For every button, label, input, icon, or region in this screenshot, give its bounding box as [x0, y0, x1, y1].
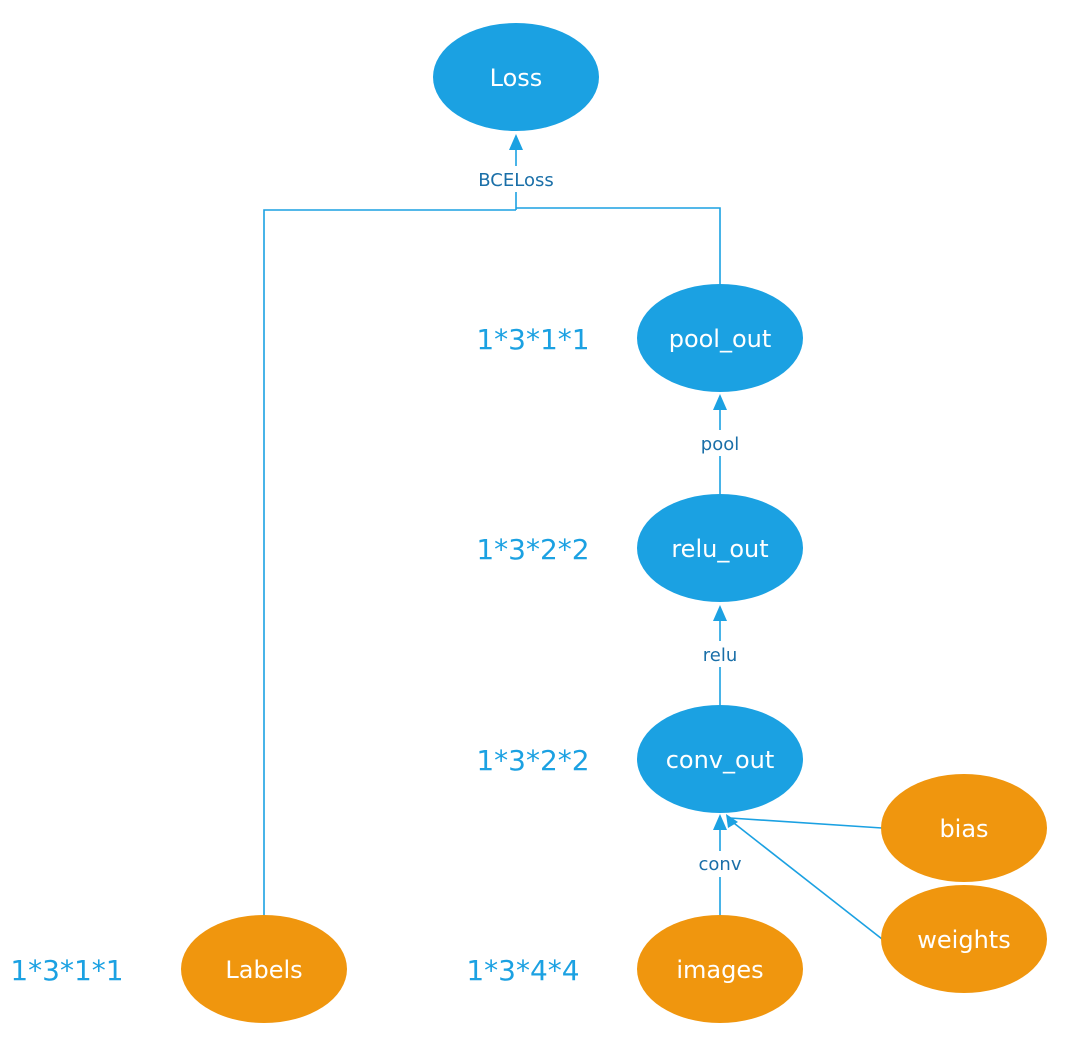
node-label-labels: Labels	[225, 956, 302, 984]
arrowhead-conv-out	[713, 814, 727, 830]
node-label-relu-out: relu_out	[671, 535, 768, 563]
node-label-pool-out: pool_out	[669, 325, 772, 353]
node-bias: bias	[881, 774, 1047, 882]
shape-label-images: 1*3*4*4	[466, 954, 579, 987]
edge-label-bceloss: BCELoss	[478, 170, 553, 191]
arrowhead-conv-out-side	[726, 814, 738, 828]
arrowhead-relu-out	[713, 605, 727, 621]
node-conv-out: conv_out	[637, 705, 803, 813]
edge-labels-to-join	[263, 209, 516, 915]
edge-label-pool: pool	[701, 434, 739, 455]
shape-label-pool-out: 1*3*1*1	[476, 323, 589, 356]
node-weights: weights	[881, 885, 1047, 993]
shape-label-relu-out: 1*3*2*2	[476, 533, 589, 566]
node-labels: Labels	[181, 915, 347, 1023]
node-label-images: images	[676, 956, 763, 984]
edge-label-conv: conv	[699, 854, 742, 875]
edge-bias	[729, 817, 883, 829]
node-label-conv-out: conv_out	[666, 746, 775, 774]
node-label-bias: bias	[939, 815, 988, 843]
arrowhead-pool-out	[713, 394, 727, 410]
node-images: images	[637, 915, 803, 1023]
edge-pool-out-to-join	[516, 207, 721, 287]
node-label-loss: Loss	[490, 64, 543, 92]
edge-label-relu: relu	[703, 645, 738, 666]
node-pool-out: pool_out	[637, 284, 803, 392]
shape-label-conv-out: 1*3*2*2	[476, 744, 589, 777]
node-label-weights: weights	[917, 926, 1010, 954]
node-relu-out: relu_out	[637, 494, 803, 602]
edge-weights	[729, 819, 883, 940]
node-loss: Loss	[433, 23, 599, 131]
arrowhead-loss	[509, 134, 523, 150]
shape-label-labels: 1*3*1*1	[10, 954, 123, 987]
